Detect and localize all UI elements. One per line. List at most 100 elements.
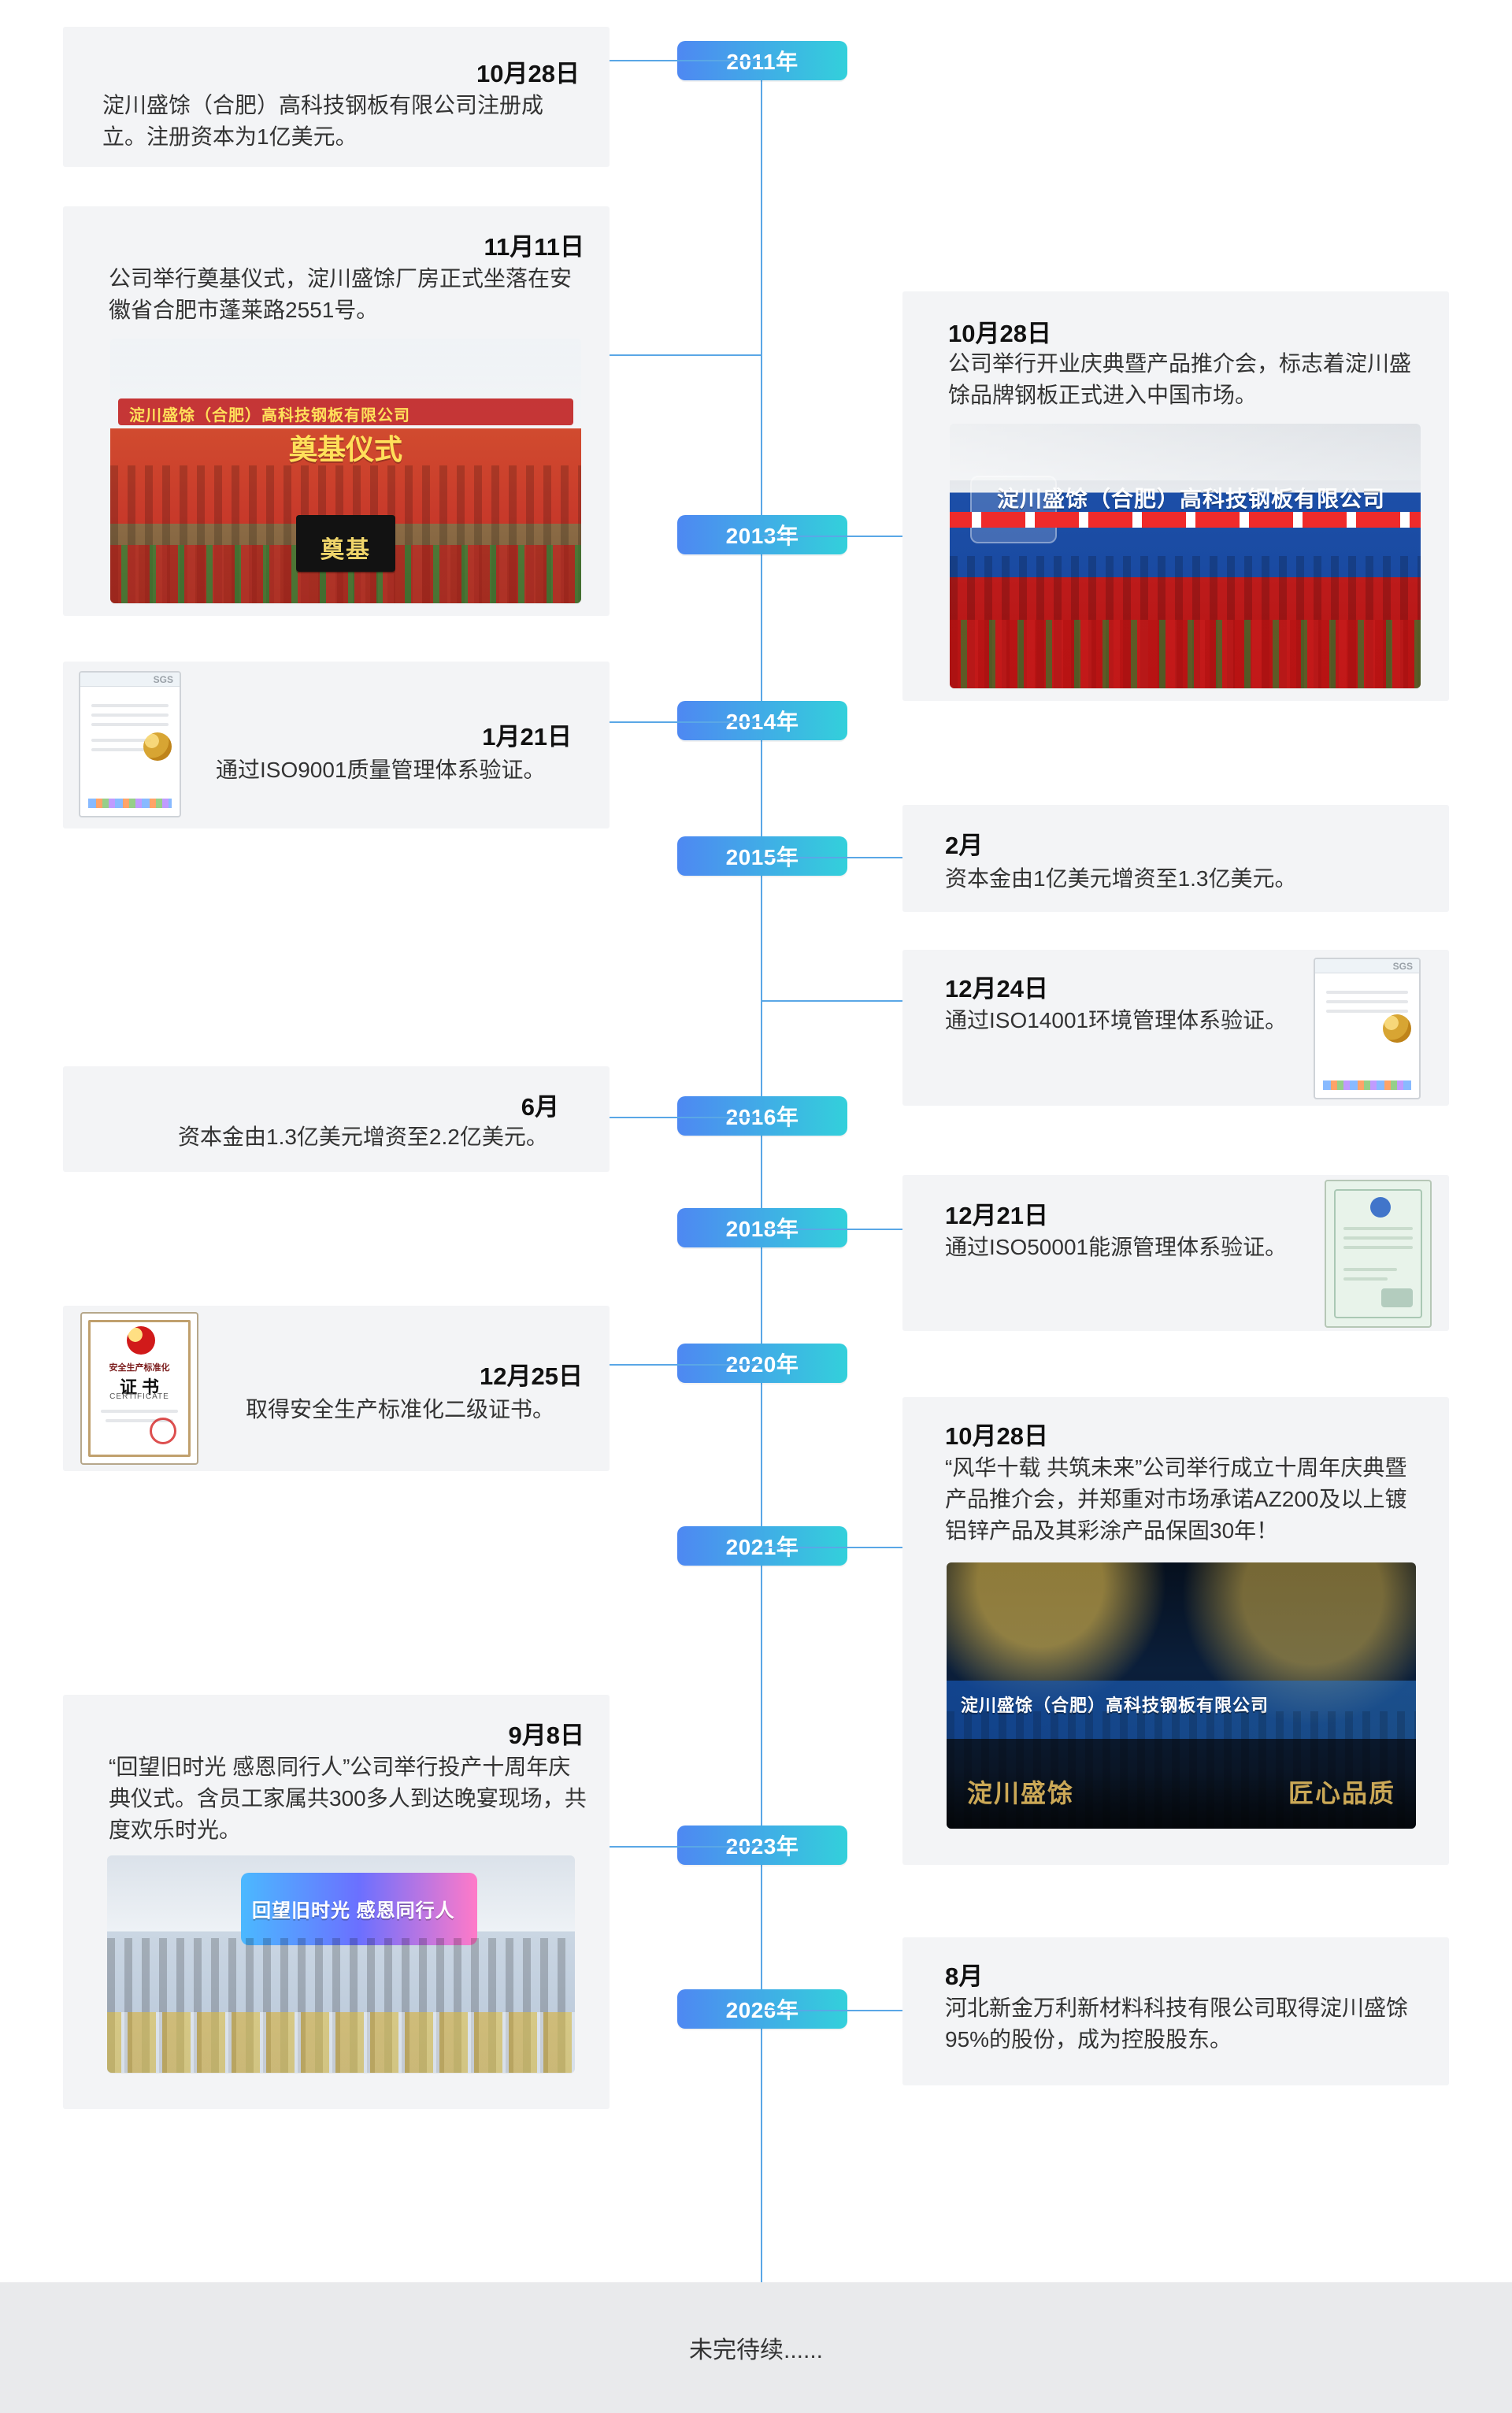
- photo-hall-top: [950, 424, 1421, 480]
- cert-topbar: [80, 673, 180, 687]
- connector-e11: [610, 1846, 761, 1848]
- cert-colorbar: [88, 799, 172, 808]
- anniversary-stage-photo: 淀川盛馀（合肥）高科技钢板有限公司 淀川盛馀 匠心品质: [947, 1562, 1416, 1829]
- cert-line: [91, 714, 169, 717]
- event-desc: 通过ISO50001能源管理体系验证。: [945, 1235, 1288, 1259]
- stage-screen: [947, 1681, 1416, 1739]
- cert-colorbar: [1323, 1080, 1411, 1090]
- event-card-4: SGS 1月21日 通过ISO9001质量管理体系验证。: [63, 662, 610, 828]
- event-desc: 河北新金万利新材料科技有限公司取得淀川盛馀95%的股份，成为控股股东。: [945, 1996, 1409, 2052]
- year-pill-2021: 2021年: [677, 1526, 847, 1566]
- connector-e8: [762, 1229, 902, 1230]
- cert-line: [91, 723, 169, 726]
- year-pill-2014: 2014年: [677, 701, 847, 740]
- cert-line: [1343, 1227, 1413, 1230]
- stone-plaque: 奠基: [296, 515, 395, 572]
- footer-text: 未完待续......: [688, 2337, 823, 2363]
- connector-e12: [762, 2010, 902, 2011]
- event-desc: 取得安全生产标准化二级证书。: [246, 1397, 555, 1421]
- event-card-9: 安全生产标准化 证 书 CERTIFICATE 12月25日 取得安全生产标准化…: [63, 1306, 610, 1471]
- cert-seal-icon: [143, 732, 172, 761]
- group-photo: 回望旧时光 感恩同行人: [107, 1855, 575, 2073]
- cert-line: [106, 1419, 173, 1422]
- year-pill-2013: 2013年: [677, 515, 847, 554]
- photo-title-strip: 淀川盛馀（合肥）高科技钢板有限公司: [118, 398, 573, 425]
- year-pill-2016: 2016年: [677, 1096, 847, 1136]
- event-date: 11月11日: [484, 233, 584, 261]
- event-desc: 通过ISO14001环境管理体系验证。: [945, 1008, 1288, 1032]
- event-date: 10月28日: [945, 1422, 1048, 1450]
- connector-e10: [762, 1547, 902, 1548]
- cert-line: [1326, 991, 1408, 994]
- cert-line: [1326, 1000, 1408, 1003]
- cert-line: [101, 1410, 178, 1413]
- event-desc: 资本金由1亿美元增资至1.3亿美元。: [945, 866, 1297, 891]
- cert-badge: [1381, 1288, 1413, 1307]
- year-pill-2023: 2023年: [677, 1826, 847, 1865]
- iso9001-certificate: SGS: [79, 671, 181, 817]
- cert-line: [91, 704, 169, 707]
- photo-front-row: [107, 2011, 575, 2073]
- event-desc: 淀川盛馀（合肥）高科技钢板有限公司注册成立。注册资本为1亿美元。: [102, 93, 544, 149]
- footer: 未完待续......: [0, 2282, 1512, 2413]
- photo-flowers: [950, 619, 1421, 688]
- event-card-3: 10月28日 公司举行开业庆典暨产品推介会，标志着淀川盛馀品牌钢板正式进入中国市…: [902, 291, 1449, 701]
- year-pill-2018: 2018年: [677, 1208, 847, 1247]
- cert-main: 证 书: [119, 1377, 160, 1397]
- groundbreaking-photo: 淀川盛馀（合肥）高科技钢板有限公司 奠基仪式 奠基: [110, 339, 581, 603]
- event-date: 12月25日: [480, 1362, 583, 1390]
- event-desc: 公司举行奠基仪式，淀川盛馀厂房正式坐落在安徽省合肥市蓬莱路2551号。: [109, 266, 573, 322]
- cert-border: [1334, 1189, 1422, 1318]
- photo-banner-text: 回望旧时光 感恩同行人: [252, 1900, 455, 1922]
- event-card-10: 10月28日 “风华十载 共筑未来”公司举行成立十周年庆典暨产品推介会，并郑重对…: [902, 1397, 1449, 1865]
- connector-e6: [762, 1000, 902, 1002]
- cert-seal-icon: [1383, 1014, 1411, 1043]
- year-pill-2020: 2020年: [677, 1344, 847, 1383]
- event-date: 9月8日: [508, 1722, 584, 1749]
- cert-mark: SGS: [153, 674, 173, 685]
- cert-mark: SGS: [1392, 961, 1413, 972]
- connector-e2: [610, 354, 761, 356]
- connector-e7: [610, 1117, 761, 1118]
- stage-bottom-shade: [947, 1772, 1416, 1829]
- photo-title: 淀川盛馀（合肥）高科技钢板有限公司: [129, 407, 410, 424]
- photo-title: 淀川盛馀（合肥）高科技钢板有限公司: [961, 1696, 1269, 1715]
- cert-title: 安全生产标准化: [109, 1363, 170, 1373]
- cert-topbar: [1315, 959, 1419, 973]
- event-card-1: 10月28日 淀川盛馀（合肥）高科技钢板有限公司注册成立。注册资本为1亿美元。: [63, 27, 610, 167]
- ribbon: [950, 512, 1421, 528]
- event-card-2: 11月11日 公司举行奠基仪式，淀川盛馀厂房正式坐落在安徽省合肥市蓬莱路2551…: [63, 206, 610, 616]
- event-card-7: 6月 资本金由1.3亿美元增资至2.2亿美元。: [63, 1066, 610, 1172]
- cert-line: [91, 748, 145, 751]
- timeline-axis: [761, 52, 762, 2282]
- cert-line: [91, 739, 151, 742]
- connector-e5: [762, 857, 902, 858]
- event-desc: 通过ISO9001质量管理体系验证。: [216, 758, 546, 782]
- event-desc: “风华十载 共筑未来”公司举行成立十周年庆典暨产品推介会，并郑重对市场承诺AZ2…: [945, 1455, 1407, 1543]
- stage-bottom-left: 淀川盛馀: [967, 1779, 1075, 1807]
- iso14001-certificate: SGS: [1314, 958, 1421, 1099]
- event-desc: 资本金由1.3亿美元增资至2.2亿美元。: [178, 1125, 548, 1149]
- year-pill-2026: 2026年: [677, 1989, 847, 2029]
- stone-text: 奠基: [321, 537, 371, 563]
- cert-line: [1343, 1277, 1388, 1281]
- cert-line: [1343, 1236, 1413, 1240]
- cert-line: [1343, 1268, 1397, 1271]
- cert-stamp-icon: [150, 1418, 176, 1444]
- event-date: 10月28日: [476, 60, 580, 87]
- cert-frame: [88, 1320, 191, 1457]
- event-card-11: 9月8日 “回望旧时光 感恩同行人”公司举行投产十周年庆典仪式。含员工家属共30…: [63, 1695, 610, 2109]
- cert-line: [1326, 1010, 1408, 1013]
- photo-banner-board: [241, 1873, 477, 1945]
- event-date: 10月28日: [948, 320, 1051, 347]
- event-date: 1月21日: [482, 723, 572, 751]
- cert-logo-icon: [1370, 1197, 1391, 1218]
- connector-e9: [610, 1364, 761, 1366]
- opening-ceremony-photo: 淀川盛馀（合肥）高科技钢板有限公司: [950, 424, 1421, 688]
- event-date: 6月: [521, 1093, 559, 1121]
- event-card-6: 12月24日 通过ISO14001环境管理体系验证。 SGS: [902, 950, 1449, 1106]
- stage-bottom-right: 匠心品质: [1288, 1779, 1395, 1807]
- photo-title: 淀川盛馀（合肥）高科技钢板有限公司: [997, 487, 1386, 511]
- photo-logo-block: [970, 476, 1057, 543]
